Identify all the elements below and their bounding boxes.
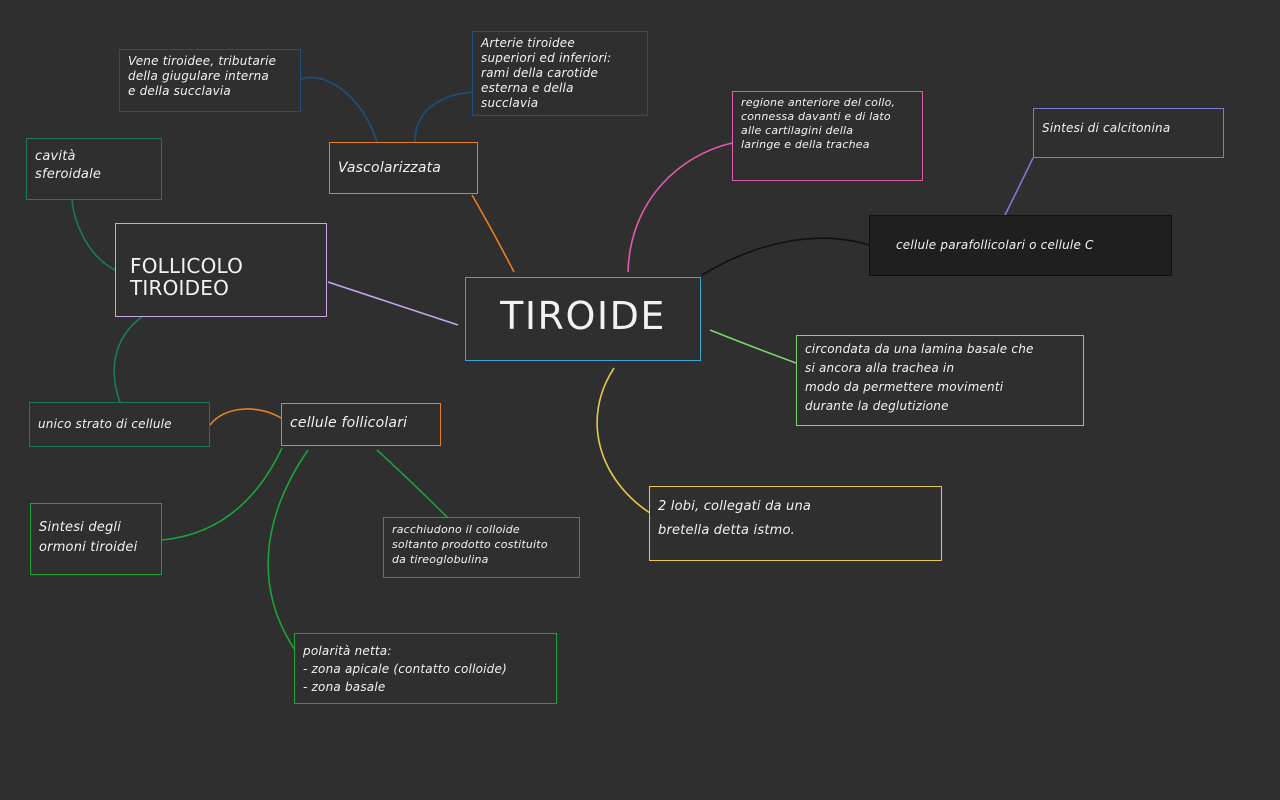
connector-follicolo-cavita (71, 197, 116, 271)
connector-follicolari-polarita (267, 449, 309, 651)
circondata-node[interactable]: circondata da una lamina basale che si a… (796, 335, 1084, 426)
connector-unicostrato-follicolari (209, 408, 282, 426)
connector-vascolarizzata-arterie (414, 91, 473, 143)
connector-tiroide-parafollicolari (701, 237, 870, 276)
connector-vascolarizzata-vene (299, 76, 378, 143)
unico-strato-node[interactable]: unico strato di cellule (29, 402, 210, 447)
connector-tiroide-circondata (709, 329, 797, 364)
sintesi-ormoni-node[interactable]: Sintesi degli ormoni tiroidei (30, 503, 162, 575)
connector-tiroide-regione (627, 142, 733, 273)
arterie-node[interactable]: Arterie tiroidee superiori ed inferiori:… (472, 31, 648, 116)
sintesi-calcitonina-node[interactable]: Sintesi di calcitonina (1033, 108, 1224, 158)
polarita-node[interactable]: polarità netta: - zona apicale (contatto… (294, 633, 557, 704)
connector-follicolari-sintesi-ormoni (161, 447, 283, 541)
regione-node[interactable]: regione anteriore del collo, connessa da… (732, 91, 923, 181)
follicolo-node[interactable]: FOLLICOLO TIROIDEO (115, 223, 327, 317)
cavita-node[interactable]: cavità sferoidale (26, 138, 162, 200)
vene-node[interactable]: Vene tiroidee, tributarie della giugular… (119, 49, 301, 112)
connector-follicolari-racchiudono (376, 449, 449, 519)
connector-tiroide-vascolarizzata (471, 194, 515, 273)
lobi-node[interactable]: 2 lobi, collegati da una bretella detta … (649, 486, 942, 561)
connector-parafollicolari-sintesi (1004, 157, 1034, 216)
connector-follicolo-unicostrato (113, 315, 144, 403)
tiroide-node[interactable]: TIROIDE (465, 277, 701, 361)
vascolarizzata-node[interactable]: Vascolarizzata (329, 142, 478, 194)
racchiudono-node[interactable]: racchiudono il colloide soltanto prodott… (383, 517, 580, 578)
connector-tiroide-follicolo (327, 281, 459, 326)
connector-tiroide-lobi (596, 367, 651, 514)
cellule-follicolari-node[interactable]: cellule follicolari (281, 403, 441, 446)
cellule-parafollicolari-node[interactable]: cellule parafollicolari o cellule C (869, 215, 1172, 276)
